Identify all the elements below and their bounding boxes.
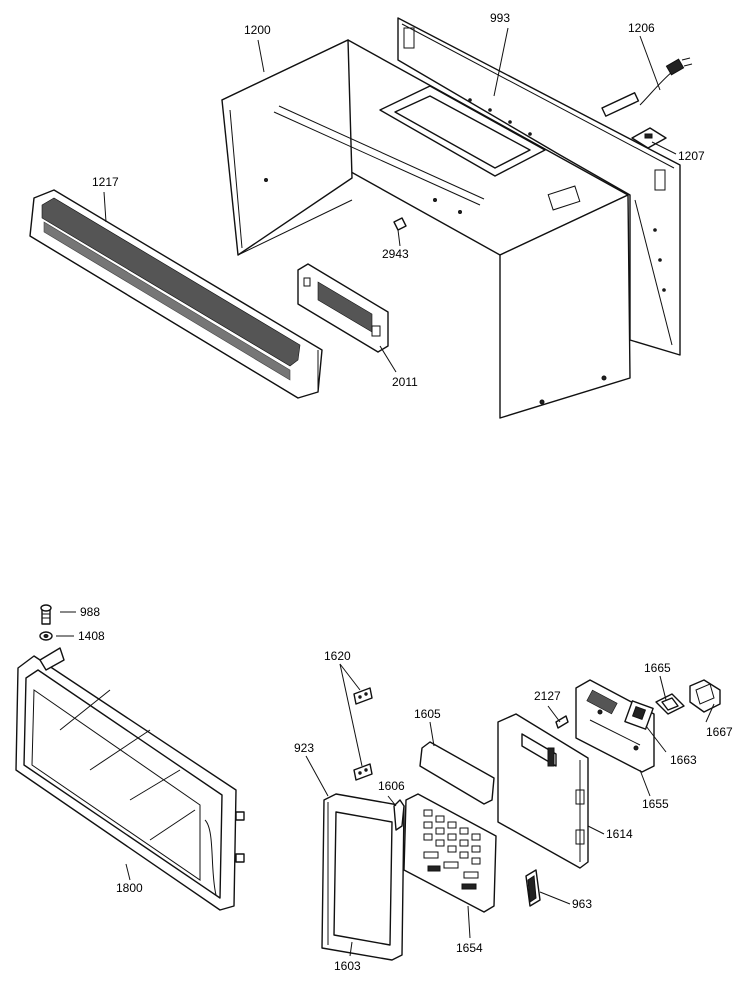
label-1665: 1665 (644, 661, 671, 675)
label-1655: 1655 (642, 797, 669, 811)
transformer-1663 (624, 700, 654, 730)
label-1606: 1606 (378, 779, 405, 793)
display-window-1605 (419, 741, 495, 805)
washer-1408 (39, 631, 53, 641)
outer-case-1200 (221, 39, 631, 419)
label-1663: 1663 (670, 753, 697, 767)
gasket-1665 (655, 693, 685, 715)
label-2127: 2127 (534, 689, 561, 703)
label-1654: 1654 (456, 941, 483, 955)
label-993: 993 (490, 11, 510, 25)
label-963: 963 (572, 897, 592, 911)
control-board-1655 (575, 679, 655, 773)
vent-plate-2011 (297, 263, 389, 353)
label-1408: 1408 (78, 629, 105, 643)
label-2011: 2011 (392, 375, 418, 389)
leader-lines (56, 27, 715, 957)
label-923: 923 (294, 741, 314, 755)
bracket-1667 (689, 679, 721, 713)
label-1614: 1614 (606, 827, 633, 841)
label-1206: 1206 (628, 21, 655, 35)
control-frame-1603 (321, 793, 405, 961)
clip-2943 (393, 217, 407, 231)
label-1217: 1217 (92, 175, 119, 189)
label-1800: 1800 (116, 881, 143, 895)
control-bracket-1614 (497, 713, 589, 869)
label-1605: 1605 (414, 707, 441, 721)
label-1200: 1200 (244, 23, 271, 37)
label-988: 988 (80, 605, 100, 619)
keypad-1654 (403, 793, 497, 913)
button-1620-lower (353, 763, 373, 781)
vent-grille-1217 (29, 189, 323, 399)
pin-2127 (555, 715, 569, 729)
back-panel-993 (397, 17, 681, 356)
hinge-963 (525, 869, 541, 907)
label-1667: 1667 (706, 725, 733, 739)
label-2943: 2943 (382, 247, 409, 261)
label-1603: 1603 (334, 959, 361, 973)
label-1207: 1207 (678, 149, 705, 163)
shield-1606 (393, 799, 405, 831)
door-assembly-1800 (15, 647, 245, 911)
bracket-1207 (631, 127, 667, 149)
screw-988 (40, 604, 52, 625)
button-1620-upper (353, 687, 373, 705)
power-cord-1206 (601, 57, 693, 117)
label-1620: 1620 (324, 649, 351, 663)
